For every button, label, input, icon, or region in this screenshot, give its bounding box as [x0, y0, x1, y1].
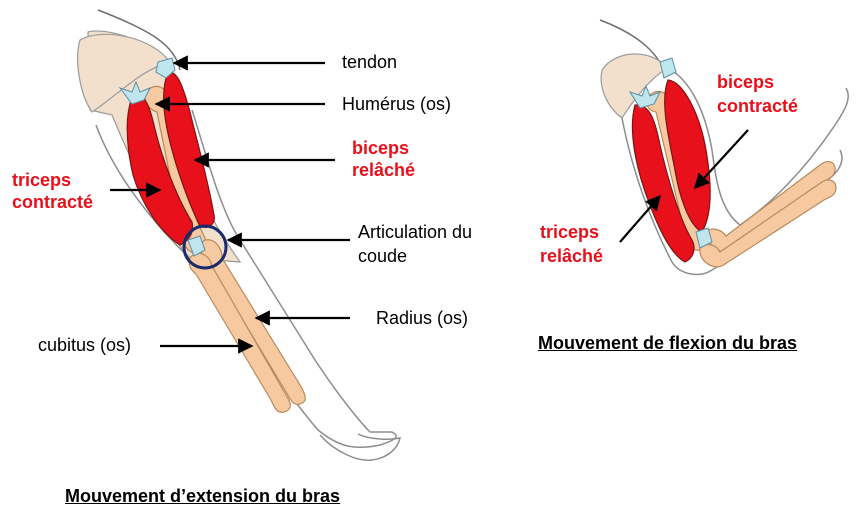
- label-biceps-line2: relâché: [352, 160, 415, 181]
- label-humerus: Humérus (os): [342, 94, 451, 115]
- label-flexion-biceps-line1: biceps: [717, 72, 774, 93]
- caption-extension: Mouvement d’extension du bras: [65, 486, 340, 507]
- label-cubitus: cubitus (os): [38, 335, 131, 356]
- label-biceps-line1: biceps: [352, 138, 409, 159]
- label-tendon: tendon: [342, 52, 397, 73]
- label-articulation-line2: coude: [358, 246, 407, 267]
- flexion-arm: [600, 20, 848, 274]
- label-flexion-triceps-line2: relâché: [540, 246, 603, 267]
- extension-arm: [78, 10, 400, 460]
- label-triceps-line1: triceps: [12, 170, 71, 191]
- label-flexion-triceps-line1: triceps: [540, 222, 599, 243]
- label-flexion-biceps-line2: contracté: [717, 96, 798, 117]
- label-radius: Radius (os): [376, 308, 468, 329]
- cubitus-bone: [189, 253, 290, 412]
- flexion-tendon-top: [660, 58, 676, 78]
- caption-flexion: Mouvement de flexion du bras: [538, 333, 797, 354]
- label-triceps-line2: contracté: [12, 192, 93, 213]
- label-articulation-line1: Articulation du: [358, 222, 472, 243]
- arrow-flexion-triceps: [620, 196, 660, 242]
